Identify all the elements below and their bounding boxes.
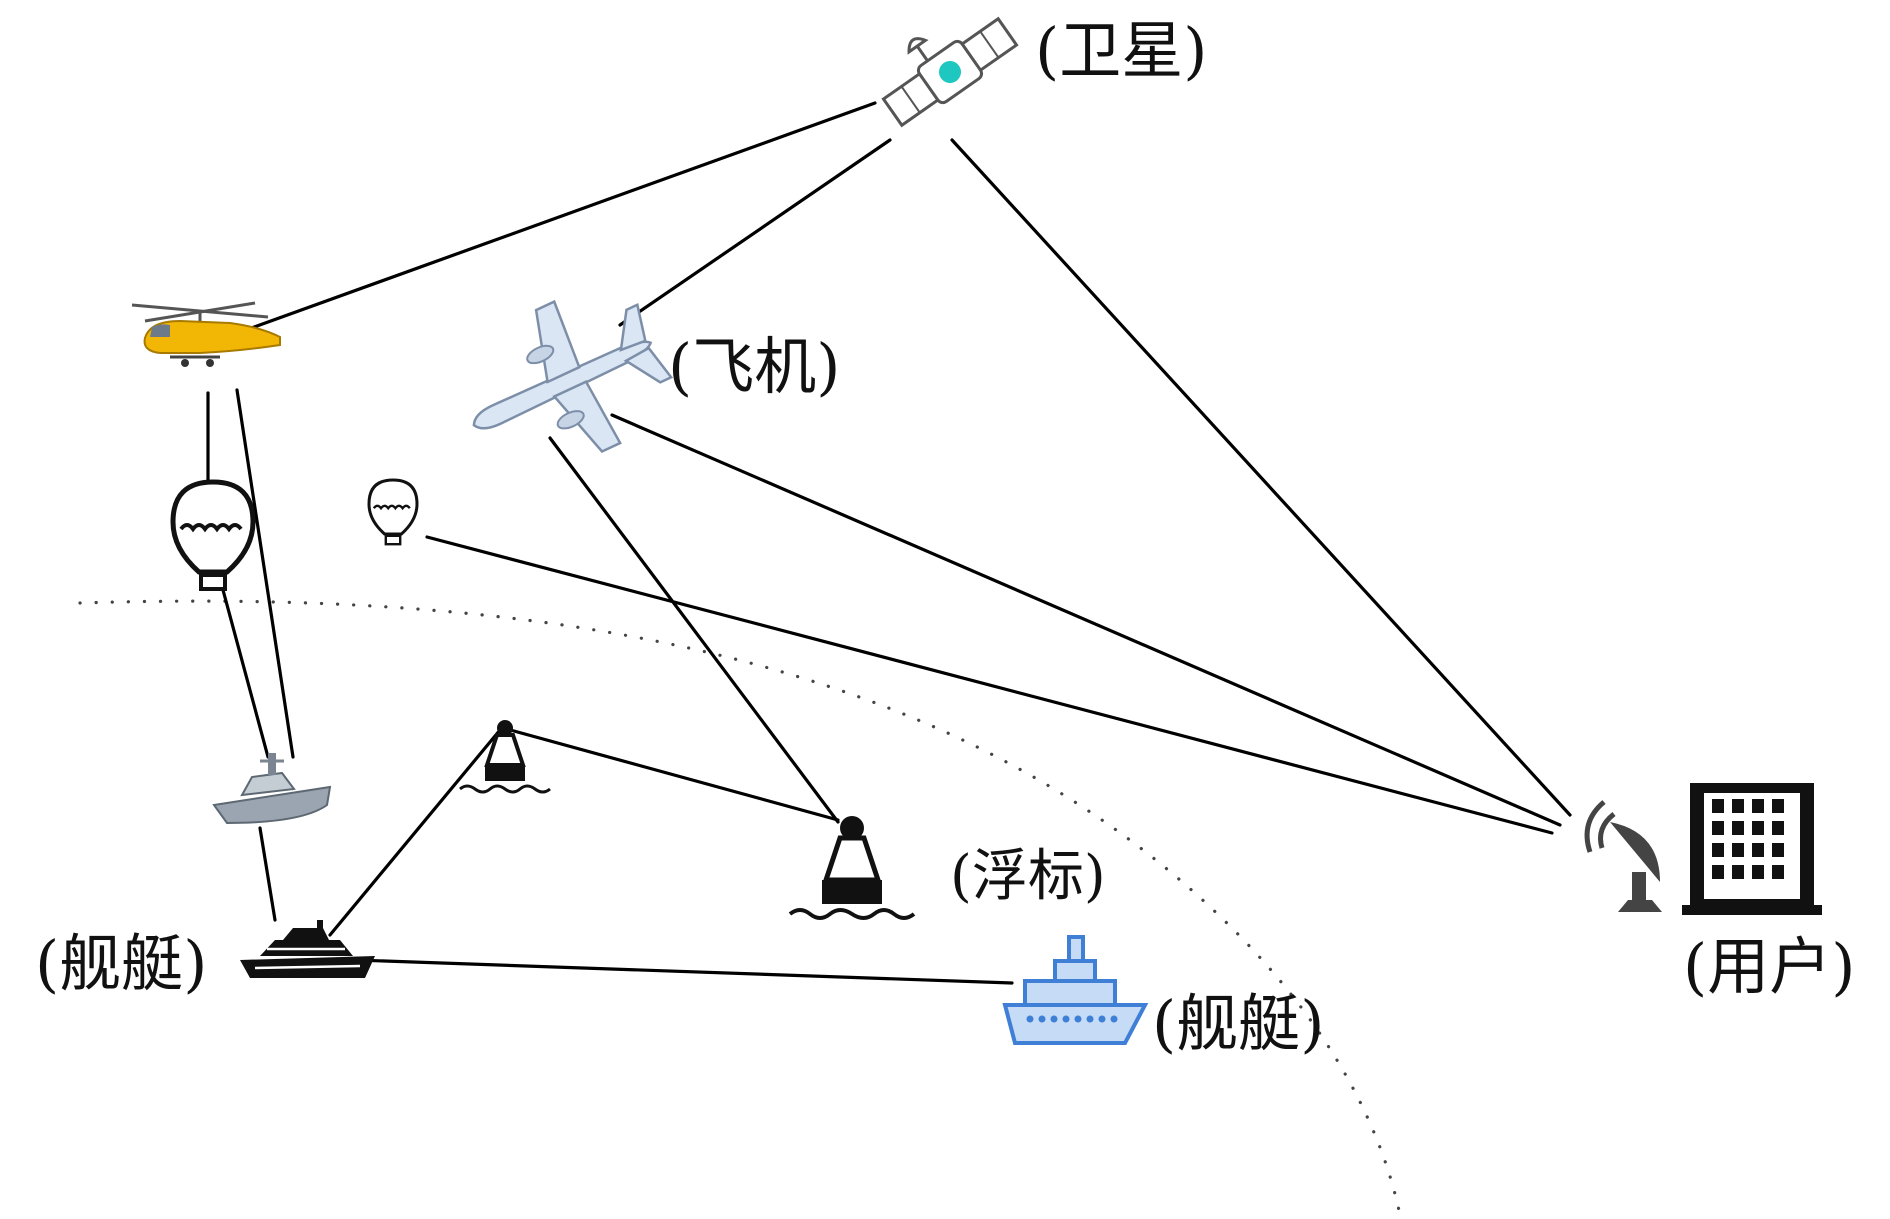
link-plane-buoy	[548, 436, 840, 824]
satellite-icon	[881, 16, 1019, 128]
warship-icon	[212, 753, 332, 825]
link-satellite-helicopter	[230, 101, 877, 337]
link-satellite-plane	[618, 138, 892, 327]
link-balloon-warship	[221, 588, 270, 759]
label-user: (用户)	[1683, 930, 1855, 1003]
link-warship-yacht	[258, 826, 277, 922]
link-yacht-blueship	[353, 958, 1014, 985]
airplane-icon	[472, 299, 674, 453]
satellite-dish-icon	[1584, 800, 1662, 912]
link-yacht-buoy	[328, 728, 502, 937]
label-satellite: (卫星)	[1035, 14, 1207, 87]
label-ship-right: (舰艇)	[1152, 987, 1324, 1060]
buoy-icon	[459, 720, 551, 794]
link-helicopter-warship	[235, 388, 295, 759]
label-ship-left: (舰艇)	[35, 927, 207, 1000]
link-balloon-user	[425, 535, 1554, 835]
label-buoy: (浮标)	[950, 844, 1106, 909]
buoy-icon	[788, 816, 916, 920]
link-buoy-buoy	[501, 726, 840, 822]
hot-air-balloon-icon	[367, 478, 419, 546]
cruise-ship-icon	[1002, 935, 1149, 1045]
building-icon	[1682, 783, 1822, 915]
hot-air-balloon-icon	[170, 479, 256, 591]
link-satellite-user	[950, 138, 1572, 817]
label-plane: (飞机)	[668, 330, 840, 403]
helicopter-icon	[131, 301, 281, 367]
links	[206, 101, 1572, 985]
yacht-icon	[240, 920, 375, 978]
link-plane-user	[610, 413, 1562, 827]
